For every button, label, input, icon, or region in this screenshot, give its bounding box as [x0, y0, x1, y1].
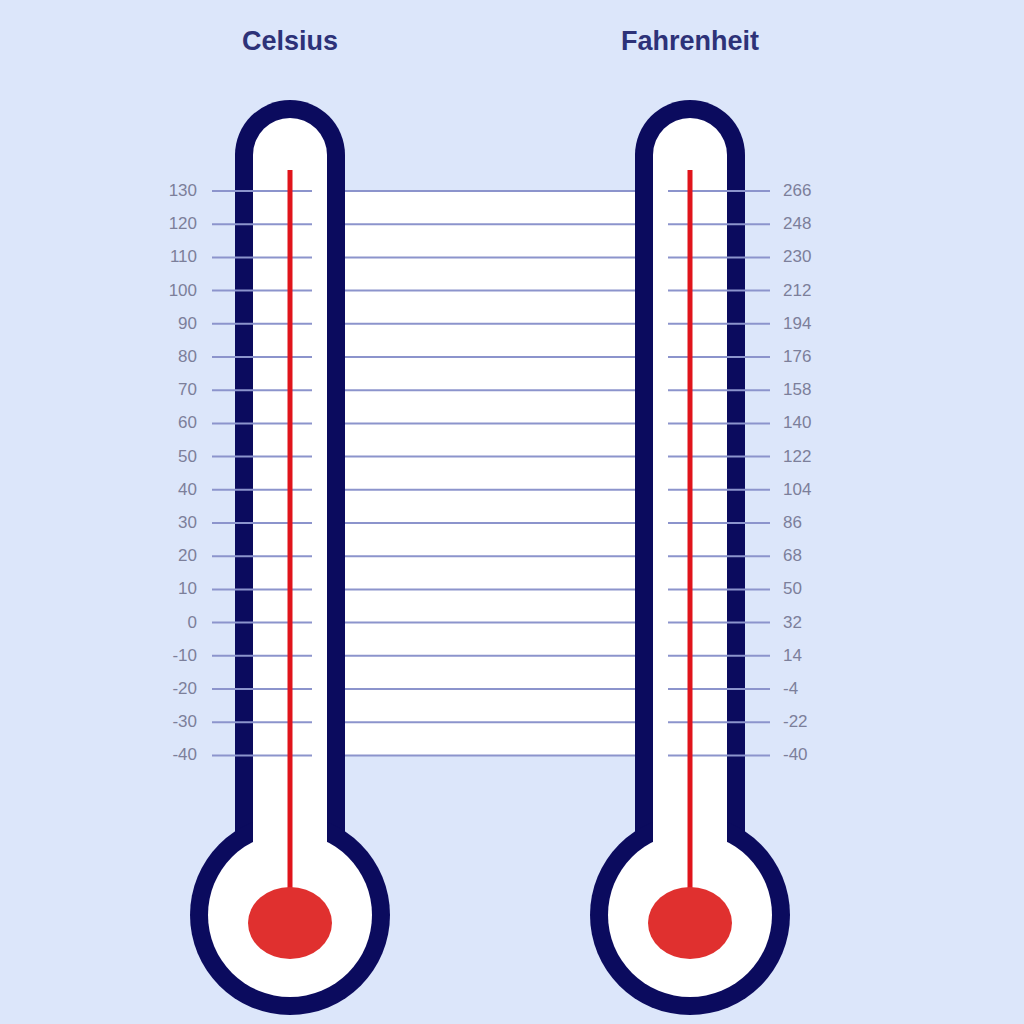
scale-line: [340, 622, 640, 624]
scale-line: [340, 356, 640, 358]
scale-number: 266: [783, 181, 811, 201]
scale-number: 20: [178, 546, 197, 566]
scale-number: 100: [169, 281, 197, 301]
scale-line: [340, 223, 640, 225]
scale-number: 140: [783, 413, 811, 433]
scale-number: 110: [170, 247, 197, 267]
scale-number: -30: [172, 712, 197, 732]
thermometer-shape: [580, 0, 800, 1024]
scale-number: 248: [783, 214, 811, 234]
scale-number: 130: [169, 181, 197, 201]
scale-line: [340, 688, 640, 690]
scale-number: 86: [783, 513, 802, 533]
scale-number: 212: [783, 281, 811, 301]
thermometer: Celsius: [180, 0, 400, 1024]
scale-line: [340, 655, 640, 657]
scale-number: 90: [178, 314, 197, 334]
scale-number: 194: [783, 314, 811, 334]
scale-line: [340, 389, 640, 391]
thermometer-shape: [180, 0, 400, 1024]
scale-line: [340, 323, 640, 325]
scale-line: [340, 422, 640, 424]
scale-heading: Fahrenheit: [580, 26, 800, 57]
scale-number: 80: [178, 347, 197, 367]
scale-line: [340, 721, 640, 723]
scale-number: -40: [172, 745, 197, 765]
scale-number: 14: [783, 646, 802, 666]
scale-line: [340, 190, 640, 192]
scale-number: 122: [783, 447, 811, 467]
scale-number: -22: [783, 712, 808, 732]
scale-number: 158: [783, 380, 811, 400]
scale-line: [340, 256, 640, 258]
scale-number: 68: [783, 546, 802, 566]
scale-number: 176: [783, 347, 811, 367]
scale-number: -40: [783, 745, 808, 765]
scale-number: 50: [178, 447, 197, 467]
scale-number: 0: [188, 613, 197, 633]
scale-line: [340, 754, 640, 756]
scale-number: 40: [178, 480, 197, 500]
scale-number: 32: [783, 613, 802, 633]
scale-number: -4: [783, 679, 798, 699]
scale-number: 50: [783, 579, 802, 599]
scale-heading: Celsius: [180, 26, 400, 57]
scale-number: 230: [783, 247, 811, 267]
scale-number: 70: [178, 380, 197, 400]
scale-number: 60: [178, 413, 197, 433]
thermometer: Fahrenheit: [580, 0, 800, 1024]
scale-line: [340, 588, 640, 590]
scale-line: [340, 290, 640, 292]
scale-number: -10: [172, 646, 197, 666]
scale-line: [340, 555, 640, 557]
scale-number: -20: [172, 679, 197, 699]
scale-line: [340, 522, 640, 524]
band: [345, 191, 635, 755]
scale-line: [340, 489, 640, 491]
scale-number: 104: [783, 480, 811, 500]
scale-number: 10: [178, 579, 197, 599]
scale-number: 30: [178, 513, 197, 533]
scale-line: [340, 456, 640, 458]
scale-number: 120: [169, 214, 197, 234]
